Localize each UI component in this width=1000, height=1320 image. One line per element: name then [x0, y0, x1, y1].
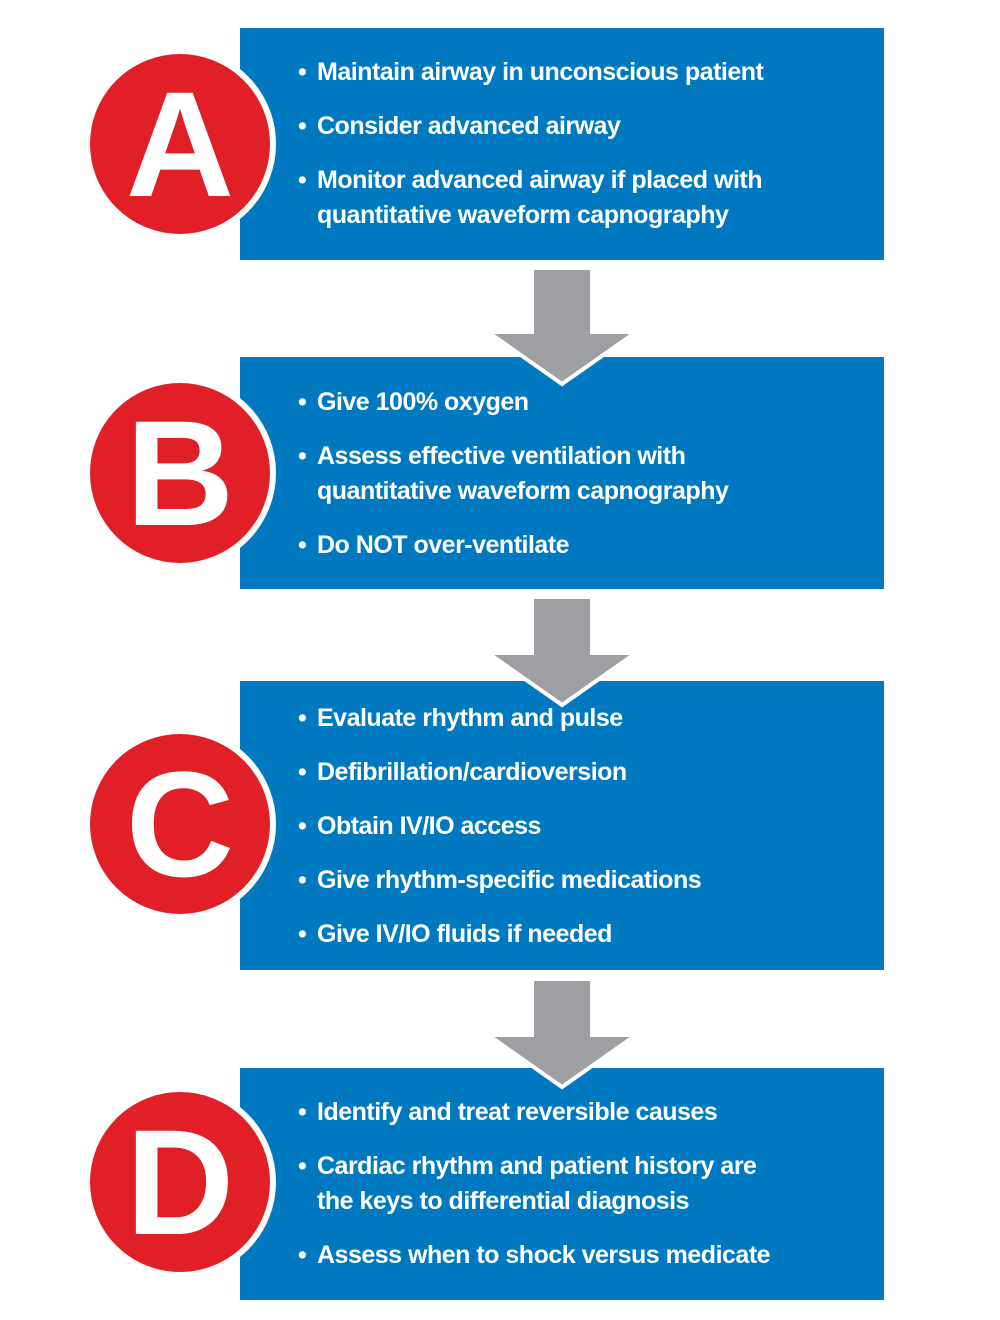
list-item: Evaluate rhythm and pulse: [298, 701, 884, 736]
list-item: Obtain IV/IO access: [298, 809, 884, 844]
list-item: Consider advanced airway: [298, 109, 884, 144]
step-box-d: Identify and treat reversible causes Car…: [240, 1068, 884, 1300]
step-box-b: Give 100% oxygen Assess effective ventil…: [240, 357, 884, 589]
step-letter: D: [125, 1098, 235, 1266]
list-item: Defibrillation/cardioversion: [298, 755, 884, 790]
step-box-a: Maintain airway in unconscious patient C…: [240, 28, 884, 260]
item-text: Cardiac rhythm and patient history are: [317, 1152, 757, 1180]
list-item: Maintain airway in unconscious patient: [298, 55, 884, 90]
step-letter: C: [125, 740, 235, 908]
item-text: Give 100% oxygen: [317, 388, 529, 416]
letter-circle-d: D: [84, 1086, 276, 1278]
item-text: Assess effective ventilation with: [317, 442, 686, 470]
list-item: Give IV/IO fluids if needed: [298, 917, 884, 952]
item-text: Consider advanced airway: [317, 112, 621, 140]
item-text: Evaluate rhythm and pulse: [317, 704, 623, 732]
letter-circle-b: B: [84, 377, 276, 569]
step-letter: A: [125, 60, 235, 228]
down-arrow-icon: [484, 977, 640, 1090]
item-text: quantitative waveform capnography: [317, 477, 729, 505]
list-item: Identify and treat reversible causes: [298, 1095, 884, 1130]
letter-circle-a: A: [84, 48, 276, 240]
down-arrow-icon: [484, 595, 640, 708]
item-text: quantitative waveform capnography: [317, 201, 729, 229]
item-text: Identify and treat reversible causes: [317, 1098, 718, 1126]
list-item: Give rhythm-specific medications: [298, 863, 884, 898]
step-box-c: Evaluate rhythm and pulse Defibrillation…: [240, 681, 884, 970]
item-text: Give rhythm-specific medications: [317, 866, 702, 894]
letter-circle-c: C: [84, 728, 276, 920]
item-text: Obtain IV/IO access: [317, 812, 541, 840]
list-item: Assess effective ventilation with quantit…: [298, 439, 884, 509]
list-item: Do NOT over-ventilate: [298, 528, 884, 563]
down-arrow-icon: [484, 266, 640, 387]
list-item: Assess when to shock versus medicate: [298, 1238, 884, 1273]
item-text: Do NOT over-ventilate: [317, 531, 570, 559]
item-text: Assess when to shock versus medicate: [317, 1241, 771, 1269]
list-item: Cardiac rhythm and patient history are th…: [298, 1149, 884, 1219]
item-text: Monitor advanced airway if placed with: [317, 166, 763, 194]
list-item: Monitor advanced airway if placed with qu…: [298, 163, 884, 233]
item-text: Maintain airway in unconscious patient: [317, 58, 764, 86]
list-item: Give 100% oxygen: [298, 385, 884, 420]
item-text: Give IV/IO fluids if needed: [317, 920, 612, 948]
item-text: the keys to differential diagnosis: [317, 1187, 689, 1215]
item-text: Defibrillation/cardioversion: [317, 758, 627, 786]
step-letter: B: [125, 389, 235, 557]
